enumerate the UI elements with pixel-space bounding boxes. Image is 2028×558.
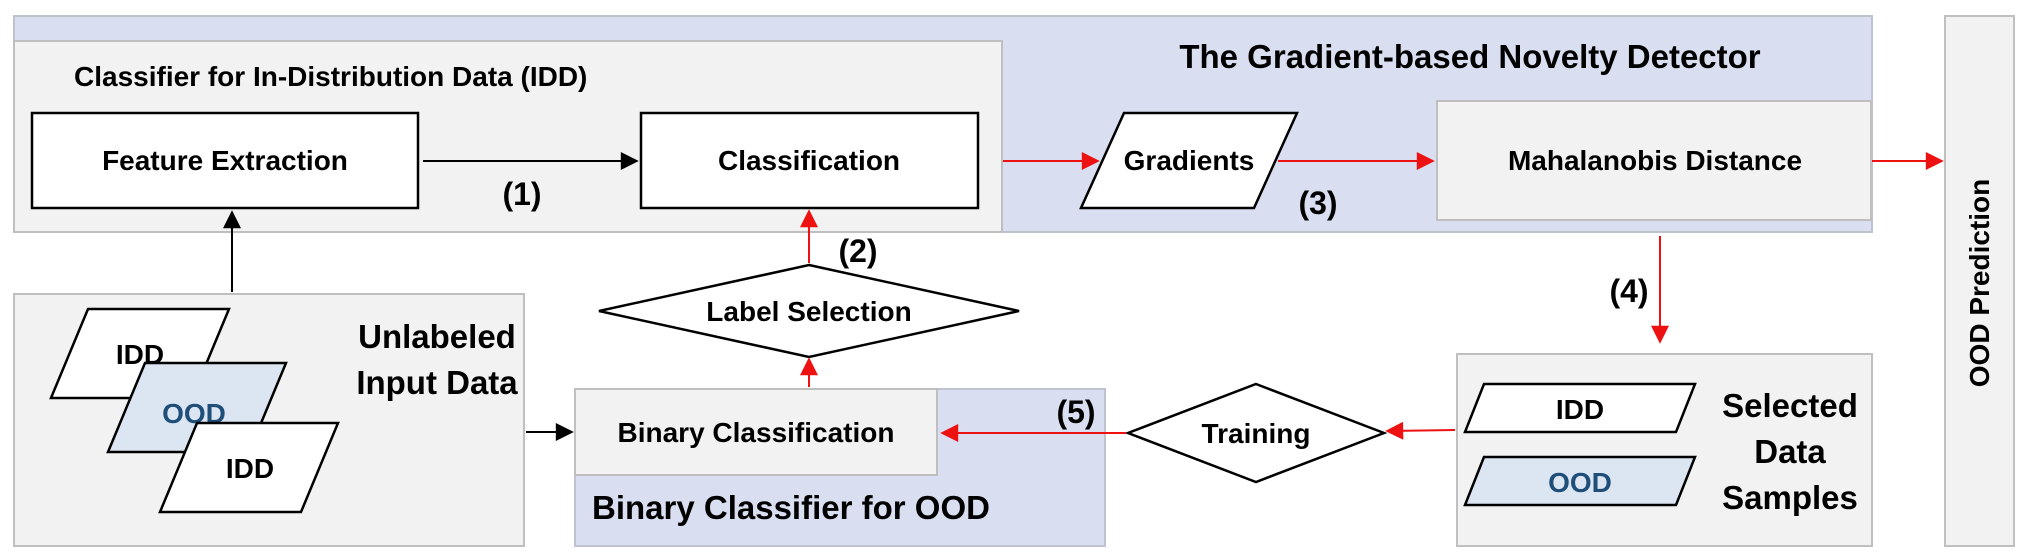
training-diamond <box>1124 382 1388 484</box>
training-label: Training <box>1202 418 1311 449</box>
binary-classification-label: Binary Classification <box>618 417 895 448</box>
feature-extraction-box <box>30 111 420 210</box>
selected-ood-label: OOD <box>1548 467 1612 498</box>
step-4-label: (4) <box>1609 273 1648 309</box>
label-selection-diamond <box>598 263 1020 359</box>
selected-idd-label: IDD <box>1556 394 1604 425</box>
step-1-label: (1) <box>502 176 541 212</box>
feature-extraction-label: Feature Extraction <box>102 145 348 176</box>
gradients-label: Gradients <box>1124 145 1255 176</box>
ood-prediction-label: OOD Prediction <box>1964 179 1995 387</box>
selected-ood-shape <box>1463 455 1697 507</box>
mahalanobis-label: Mahalanobis Distance <box>1508 145 1802 176</box>
unlabeled-title-line2: Input Data <box>356 364 518 401</box>
idd-classifier-title: Classifier for In-Distribution Data (IDD… <box>74 61 587 92</box>
idd-sample-shape-2 <box>158 421 340 514</box>
unlabeled-title-line1: Unlabeled <box>358 318 516 355</box>
step-5-label: (5) <box>1056 394 1095 430</box>
selected-title-line1: Selected <box>1722 387 1858 424</box>
selected-idd-shape <box>1463 382 1697 434</box>
step-2-label: (2) <box>838 233 877 269</box>
ood-prediction-box <box>1944 15 2015 547</box>
binary-classification-box <box>574 388 938 476</box>
classification-box <box>639 111 980 210</box>
classification-label: Classification <box>718 145 900 176</box>
label-selection-label: Label Selection <box>706 296 911 327</box>
step-3-label: (3) <box>1298 185 1337 221</box>
selected-title-line2: Data <box>1754 433 1826 470</box>
mahalanobis-box <box>1436 100 1872 221</box>
binary-classifier-title: Binary Classifier for OOD <box>592 489 990 526</box>
selected-title-line3: Samples <box>1722 479 1858 516</box>
gradients-shape <box>1079 111 1299 210</box>
idd-sample-label-2: IDD <box>226 453 274 484</box>
arrow-selected-to-training <box>1385 421 1456 440</box>
gradient-detector-title: The Gradient-based Novelty Detector <box>1179 38 1760 75</box>
